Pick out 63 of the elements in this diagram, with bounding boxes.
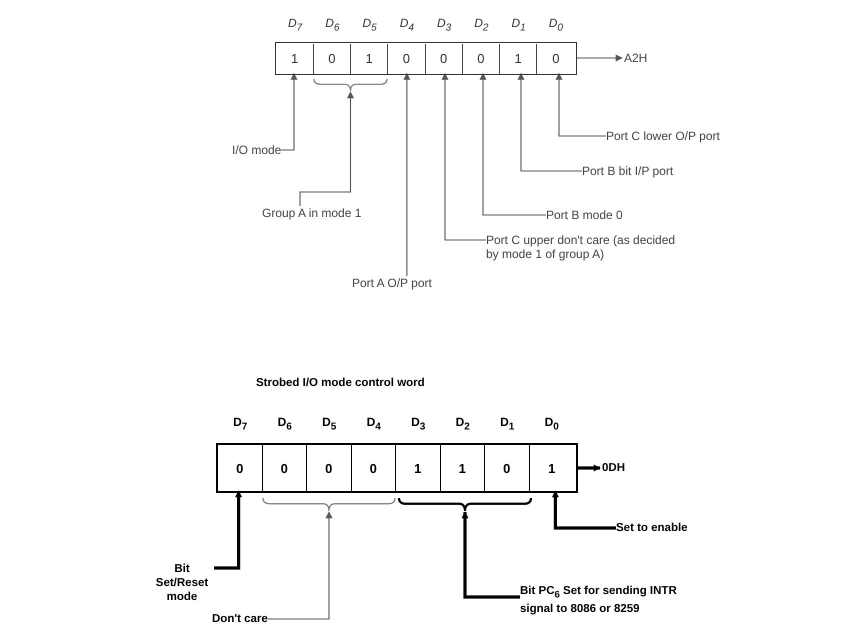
leader-line [552,490,616,530]
bit-label: D$_{3}$ [410,415,426,432]
callout-label: Port B mode 0 [546,208,623,222]
bit-value: 1 [547,460,556,478]
bit-label: D$_{0}$ [544,415,560,432]
bit-label: D$_{1}$ [499,415,516,432]
callout-label: Set to enable [616,521,688,535]
bit-value: 0 [218,445,262,491]
callout-label: Don't care [212,612,268,626]
leader-line [281,72,298,151]
bit-value: 0 [352,445,396,491]
callout-label: 0DH [602,461,626,475]
leader-line [214,490,242,570]
bit-value: 0 [307,445,352,491]
leader-line [403,72,410,276]
leader-line [299,91,354,206]
bit-label: D$_{1}$ [510,16,527,34]
callout-label: Bit PC$_{6}$ Set for sending INTR signal to 8086 or 8259 [520,584,710,616]
bit-label: D$_{6}$ [324,16,340,34]
bit-value: 1 [440,445,485,491]
bit-value: 0 [485,445,530,491]
bit-value: 0 [314,44,351,74]
callout-label: Port B bit I/P port [582,164,674,178]
bit-value: 0 [426,44,463,74]
register-box [275,16,577,75]
bit-label: D$_{0}$ [548,16,564,34]
leader-line [268,511,332,620]
curly-brace [313,78,388,92]
callout-label: A2H [624,51,648,65]
arrow [578,464,601,472]
bit-value: 0 [262,445,307,491]
register-title: Strobed I/O mode control word [256,377,425,389]
bit-label: D$_{6}$ [276,415,293,432]
bit-label: D$_{4}$ [366,415,382,432]
bit-value: 1 [351,44,388,74]
leader-line [518,72,582,172]
callout-label: Port C upper don't care (as decided by mode 1 of group A) [486,233,691,261]
bit-value: 0 [388,44,426,74]
callout-label: Port C lower O/P port [606,129,720,143]
callout-label: Port A O/P port [352,276,432,290]
bit-label: D$_{7}$ [232,415,248,432]
bit-label: D$_{2}$ [473,16,490,34]
bit-label: D$_{2}$ [454,415,471,432]
bit-value: 0 [551,50,560,68]
bit-value: 0 [462,44,500,74]
leader-line [462,511,520,599]
bit-label: D$_{5}$ [321,415,338,432]
bit-value: 1 [276,44,314,74]
bit-label: D$_{3}$ [436,16,452,34]
bit-value: 1 [396,445,440,491]
callout-label: Bit Set/Reset mode [150,562,214,604]
bit-label: D$_{7}$ [287,16,304,34]
callout-label: I/O mode [232,143,282,157]
leader-line [480,72,546,216]
arrow [577,54,623,62]
callout-label: Group A in mode 1 [262,206,362,220]
bit-label: D$_{5}$ [362,16,378,34]
leader-line [442,72,486,241]
bit-value: 1 [500,44,538,74]
curly-brace [262,497,396,512]
curly-brace [398,497,532,512]
leader-line [556,72,606,137]
bit-label: D$_{4}$ [398,16,415,34]
